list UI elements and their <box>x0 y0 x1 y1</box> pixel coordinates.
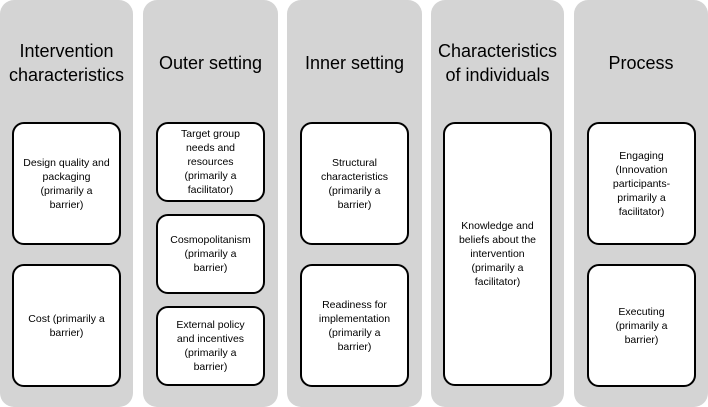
box-label: Readiness for implementation (primarily … <box>318 298 391 353</box>
column-title: Inner setting <box>304 53 405 73</box>
box-executing: Executing (primarily a barrier) <box>587 264 696 387</box>
box-label: External policy and incentives (primaril… <box>176 319 245 373</box>
box-label: Engaging (Innovation participants- prima… <box>612 149 671 218</box>
column-title: Process <box>608 53 674 73</box>
box-cosmopolitanism: Cosmopolitanism (primarily a barrier) <box>156 214 265 294</box>
box-knowledge-and-beliefs: Knowledge and beliefs about the interven… <box>443 122 552 386</box>
box-engaging: Engaging (Innovation participants- prima… <box>587 122 696 245</box>
column-characteristics-of-individuals: Characteristics of individuals Knowledge… <box>431 0 564 407</box>
box-label: Cost (primarily a barrier) <box>28 312 105 339</box>
box-structural-characteristics: Structural characteristics (primarily a … <box>300 122 409 245</box>
box-label: Cosmopolitanism (primarily a barrier) <box>170 234 251 274</box>
box-label: Structural characteristics (primarily a … <box>320 156 389 211</box>
column-title: Outer setting <box>158 53 263 73</box>
column-inner-setting: Inner setting Structural characteristics… <box>287 0 422 407</box>
column-intervention-characteristics: Intervention characteristics Design qual… <box>0 0 133 407</box>
box-label: Target group needs and resources (primar… <box>181 128 240 196</box>
column-process: Process Engaging (Innovation participant… <box>574 0 708 407</box>
box-readiness-for-implementation: Readiness for implementation (primarily … <box>300 264 409 387</box>
column-title: Intervention characteristics <box>8 41 125 85</box>
box-target-group-needs: Target group needs and resources (primar… <box>156 122 265 202</box>
box-label: Executing (primarily a barrier) <box>615 305 668 346</box>
column-outer-setting: Outer setting Target group needs and res… <box>143 0 278 407</box>
box-label: Design quality and packaging (primarily … <box>23 156 110 211</box>
box-external-policy: External policy and incentives (primaril… <box>156 306 265 386</box>
box-cost: Cost (primarily a barrier) <box>12 264 121 387</box>
box-label: Knowledge and beliefs about the interven… <box>458 220 537 288</box>
column-title: Characteristics of individuals <box>437 41 558 85</box>
box-design-quality-and-packaging: Design quality and packaging (primarily … <box>12 122 121 245</box>
